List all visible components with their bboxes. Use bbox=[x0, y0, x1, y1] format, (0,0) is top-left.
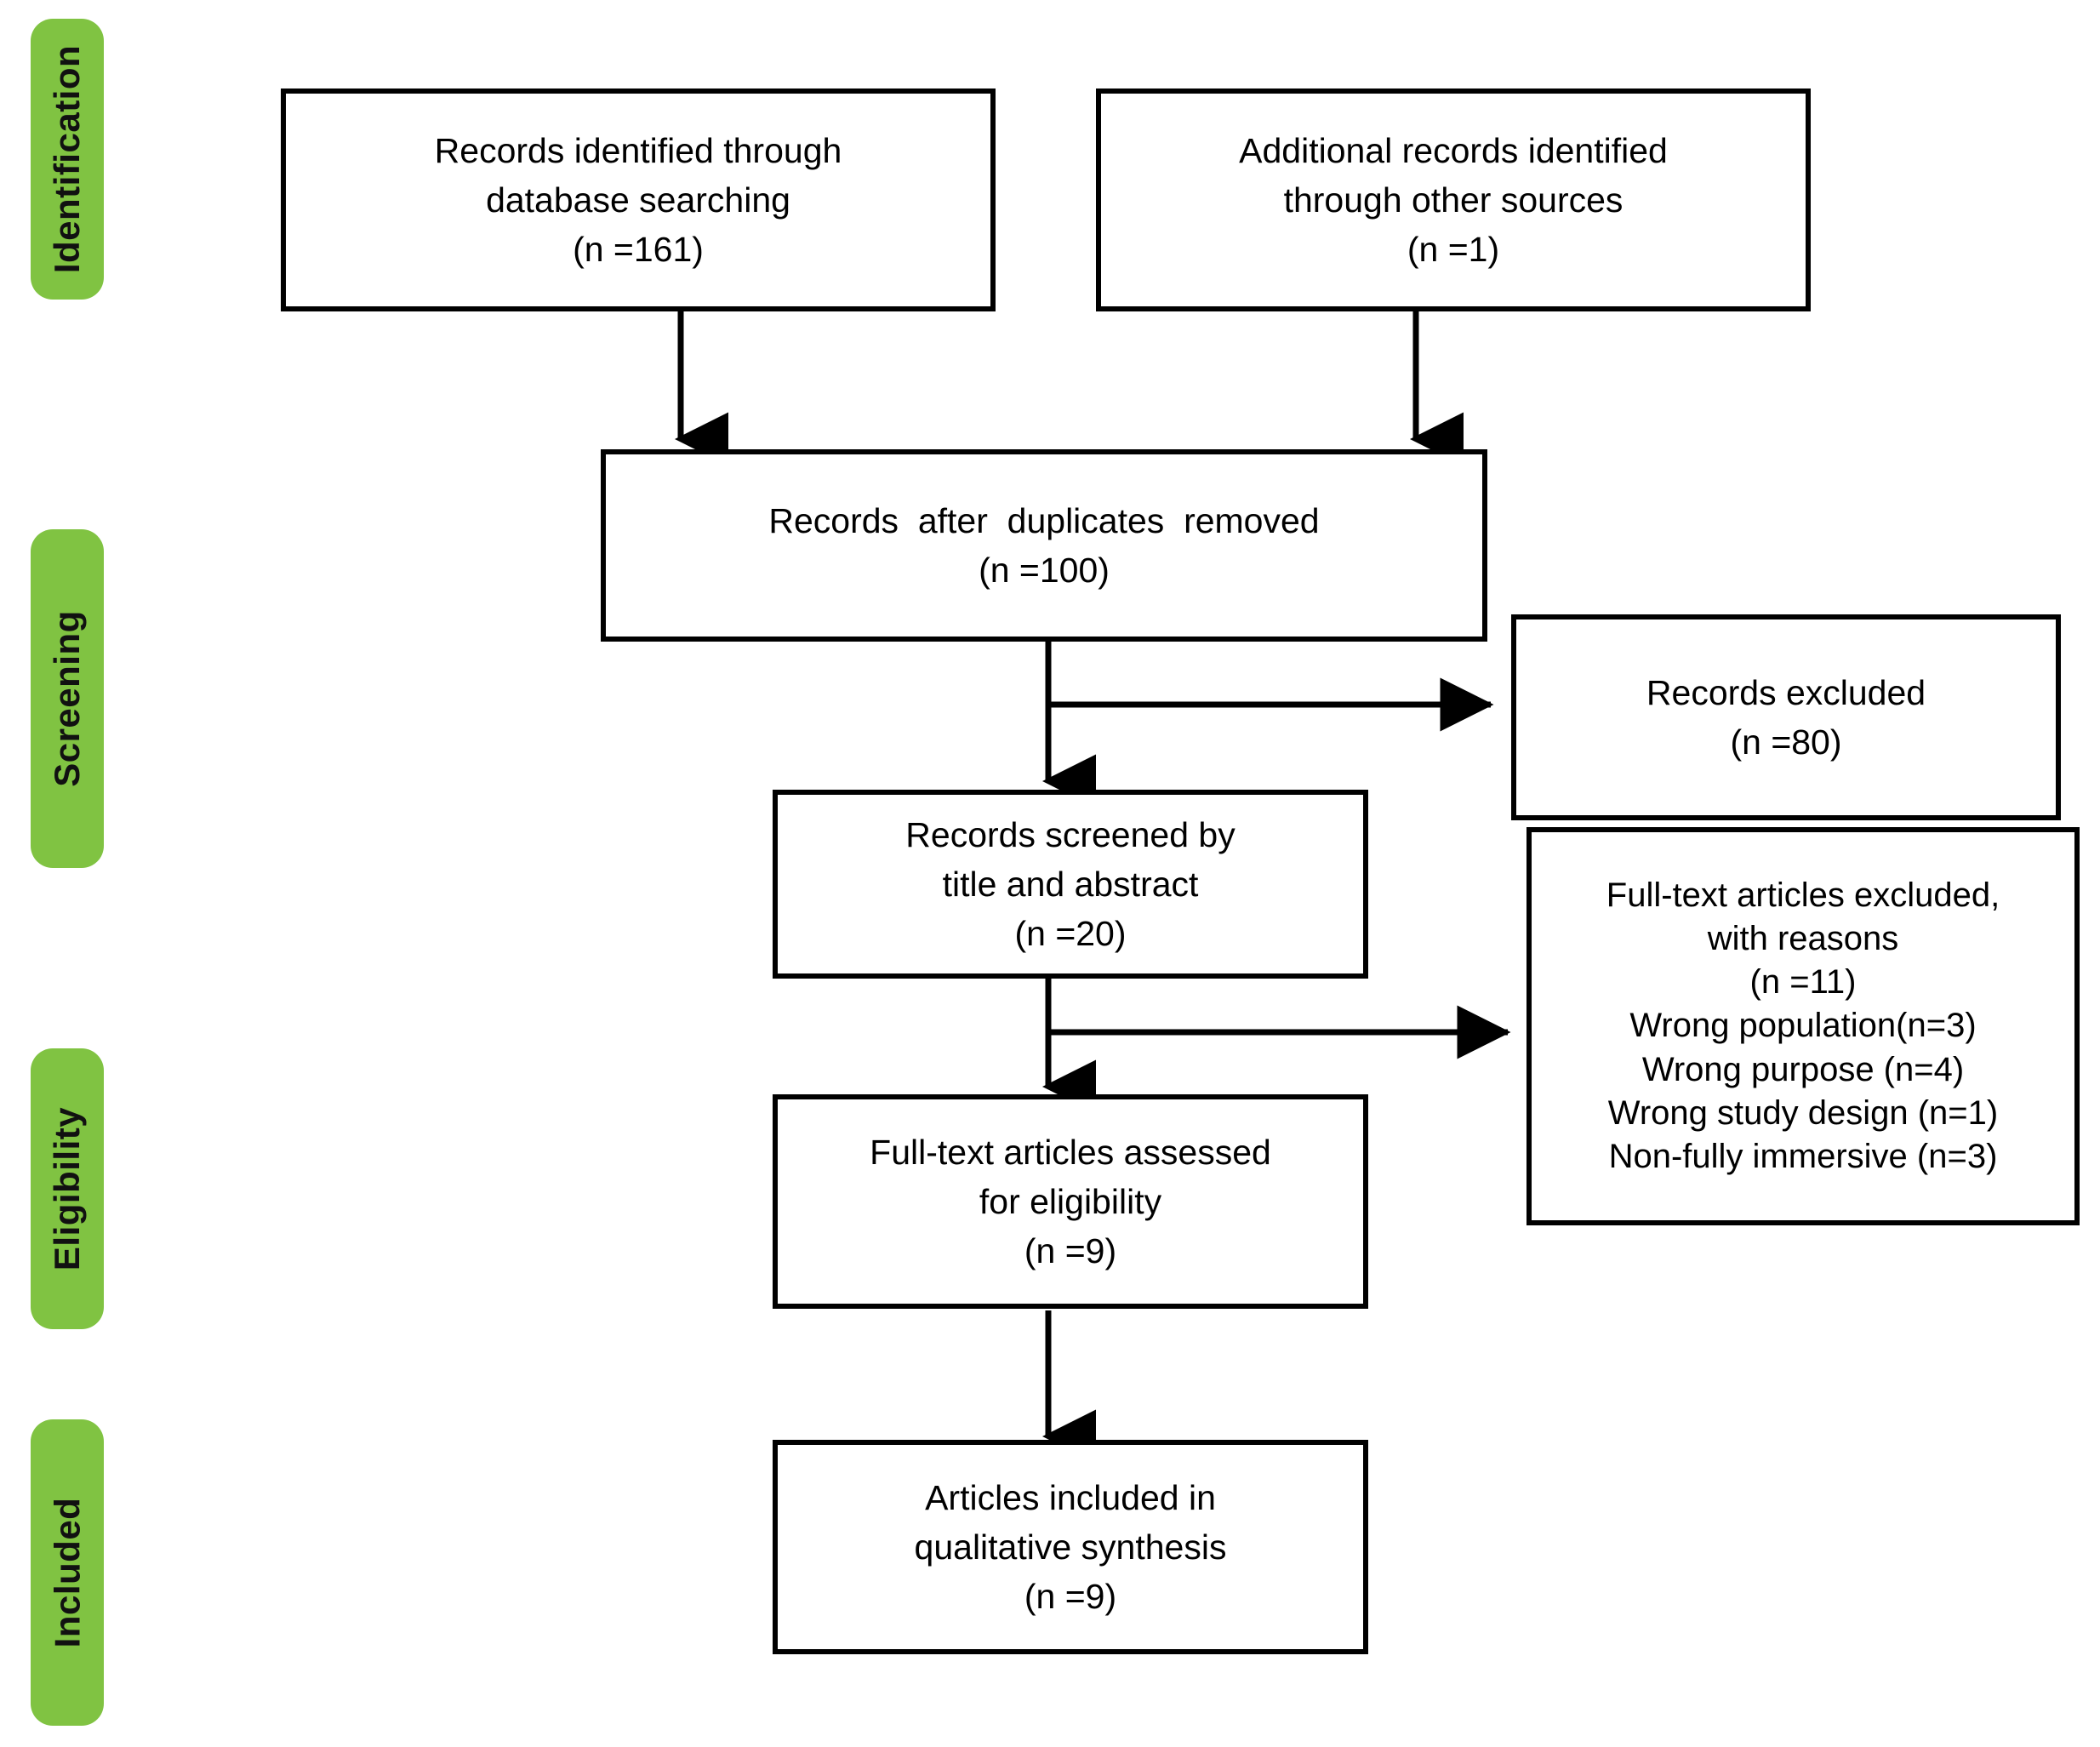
box-reason-line: Non-fully immersive (n=3) bbox=[1608, 1137, 1998, 1175]
box-fulltext-articles-excluded: Full-text articles excluded, with reason… bbox=[1526, 827, 2080, 1225]
box-line: database searching bbox=[486, 180, 790, 220]
box-line: Full-text articles assessed bbox=[870, 1132, 1271, 1172]
box-line: title and abstract bbox=[942, 864, 1199, 904]
phase-label-included: Included bbox=[31, 1419, 104, 1726]
box-line: with reasons bbox=[1707, 920, 1899, 958]
box-count: (n =11) bbox=[1749, 963, 1857, 1002]
phase-label-included-text: Included bbox=[47, 1497, 87, 1648]
box-line: Records identified through bbox=[434, 130, 842, 170]
box-records-after-duplicates-removed: Records after duplicates removed (n =100… bbox=[601, 449, 1487, 642]
box-line: for eligibility bbox=[979, 1181, 1162, 1221]
phase-label-screening: Screening bbox=[31, 529, 104, 868]
box-count: (n =9) bbox=[1024, 1231, 1117, 1271]
box-count: (n =161) bbox=[573, 230, 704, 270]
box-line: qualitative synthesis bbox=[914, 1527, 1227, 1567]
box-line: Articles included in bbox=[925, 1477, 1216, 1517]
box-reason-line: Wrong population(n=3) bbox=[1629, 1007, 1977, 1045]
box-line: Records after duplicates removed bbox=[768, 500, 1320, 540]
phase-label-screening-text: Screening bbox=[47, 610, 88, 787]
box-count: (n =20) bbox=[1014, 914, 1127, 954]
box-line: Records screened by bbox=[905, 814, 1235, 854]
phase-label-identification-text: Identification bbox=[47, 44, 87, 274]
box-records-identified-other: Additional records identified through ot… bbox=[1096, 88, 1811, 311]
box-fulltext-articles-assessed: Full-text articles assessed for eligibil… bbox=[773, 1094, 1368, 1309]
box-count: (n =100) bbox=[979, 551, 1110, 590]
box-count: (n =9) bbox=[1024, 1577, 1117, 1617]
box-records-screened: Records screened by title and abstract (… bbox=[773, 790, 1368, 979]
box-records-excluded: Records excluded (n =80) bbox=[1511, 614, 2061, 820]
box-line: Additional records identified bbox=[1239, 130, 1668, 170]
phase-label-eligibility-text: Eligibility bbox=[47, 1106, 87, 1271]
box-line: through other sources bbox=[1283, 180, 1624, 220]
box-reason-line: Wrong purpose (n=4) bbox=[1641, 1050, 1965, 1088]
box-reason-line: Wrong study design (n=1) bbox=[1607, 1093, 1999, 1132]
phase-label-eligibility: Eligibility bbox=[31, 1048, 104, 1329]
box-line: Full-text articles excluded, bbox=[1606, 876, 2000, 914]
phase-label-identification: Identification bbox=[31, 19, 104, 300]
box-count: (n =80) bbox=[1730, 722, 1842, 762]
box-records-identified-database: Records identified through database sear… bbox=[281, 88, 996, 311]
box-line: Records excluded bbox=[1646, 672, 1926, 712]
box-articles-included-qualitative: Articles included in qualitative synthes… bbox=[773, 1440, 1368, 1654]
box-count: (n =1) bbox=[1407, 230, 1500, 270]
